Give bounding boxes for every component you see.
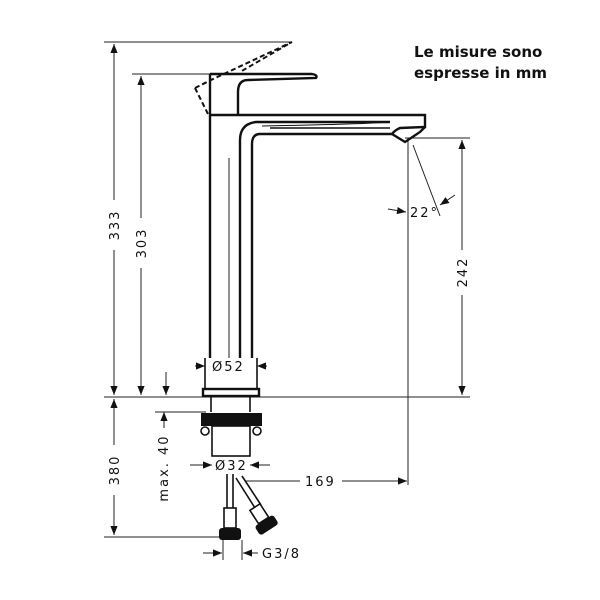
- dimension-diameter-52-label: Ø52: [212, 360, 245, 375]
- dimension-242-label: 242: [456, 257, 471, 288]
- dimension-max-40: max. 40: [157, 412, 172, 502]
- spout: [210, 113, 427, 358]
- dimension-380-label: 380: [108, 455, 123, 486]
- dimension-max-40-label: max. 40: [157, 434, 172, 501]
- dimension-169-label: 169: [305, 475, 336, 490]
- dimension-333-label: 333: [108, 210, 123, 241]
- mounting-nut: [201, 413, 262, 426]
- dimension-22-degrees: 22°: [387, 144, 456, 221]
- aerator: [391, 126, 426, 144]
- hose-connector-left: [219, 528, 241, 540]
- dimension-242: 242: [456, 140, 471, 395]
- supply-hoses: [219, 474, 278, 540]
- faucet-base: [201, 387, 261, 398]
- units-note: Le misure sono espresse in mm: [414, 42, 547, 84]
- dimension-22-label: 22°: [410, 206, 439, 221]
- lever-handle: [210, 72, 318, 115]
- mounting-shank: [200, 397, 262, 457]
- units-note-line-2: espresse in mm: [414, 64, 547, 82]
- dimension-303-label: 303: [135, 228, 150, 259]
- dimension-303: 303: [135, 76, 150, 395]
- dimension-diameter-32-label: Ø32: [215, 459, 248, 474]
- dimension-333: 333: [108, 44, 123, 395]
- dimension-g38: G3/8: [203, 540, 301, 562]
- faucet-body: [194, 41, 427, 398]
- units-note-line-1: Le misure sono: [414, 43, 543, 61]
- dimension-169: 169: [246, 475, 407, 490]
- dimension-g38-label: G3/8: [262, 547, 301, 562]
- lever-open-position: [194, 41, 293, 115]
- hose-connector-right: [255, 515, 278, 535]
- dimension-diameter-52: Ø52: [195, 360, 267, 375]
- dimension-diameter-32: Ø32: [190, 459, 270, 474]
- dimension-380: 380: [108, 399, 123, 535]
